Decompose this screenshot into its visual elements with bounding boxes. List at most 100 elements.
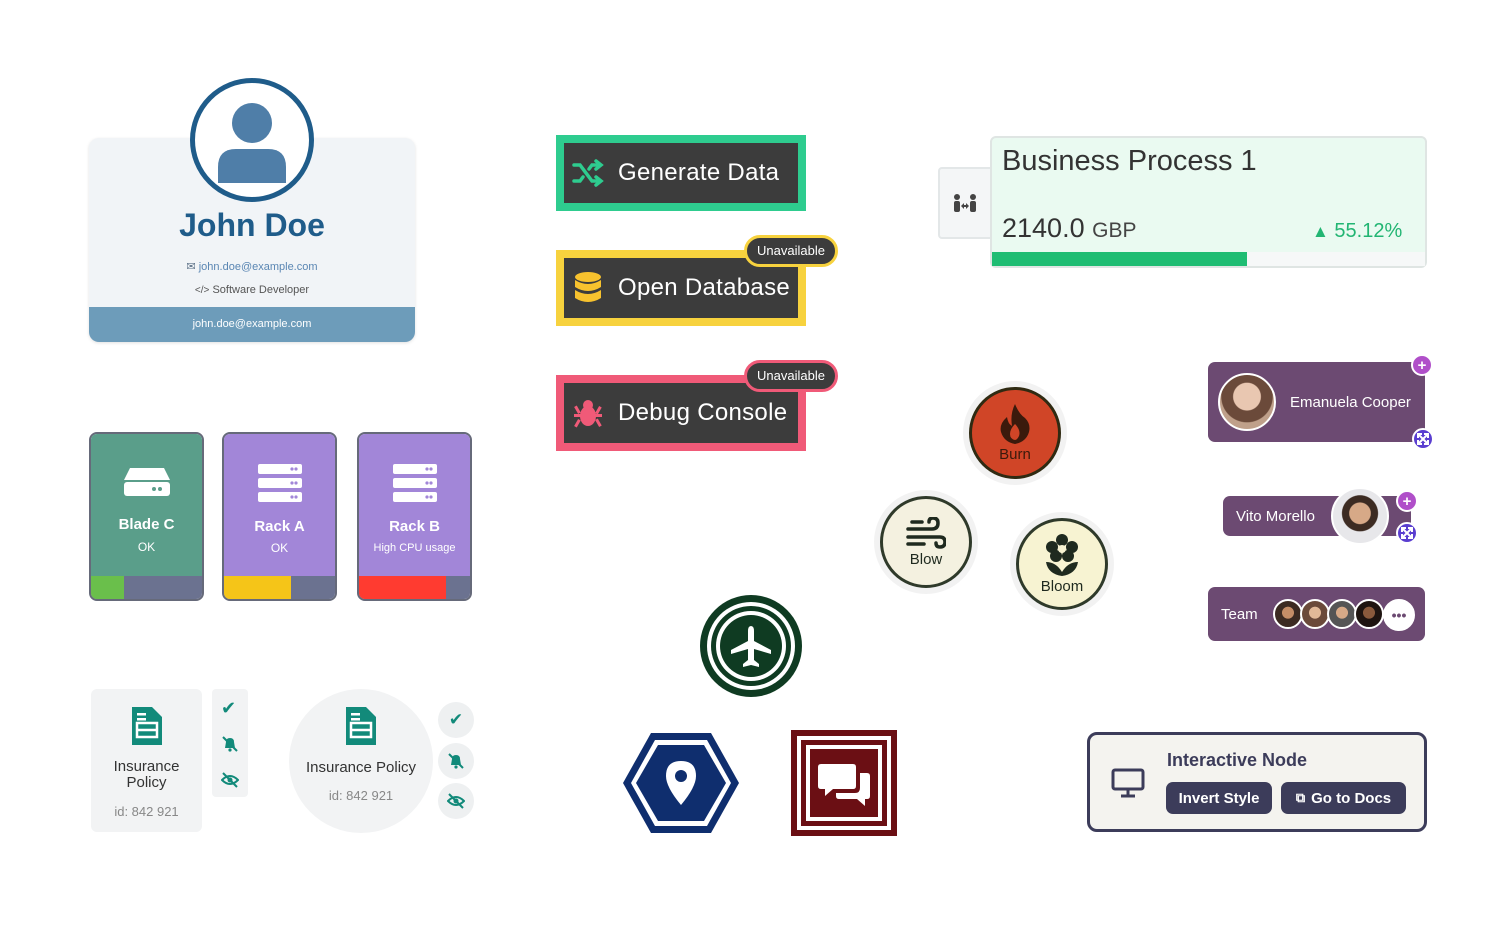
bell-slash-icon [448,753,464,769]
rack-name: Rack B [389,518,440,535]
profile-avatar [190,78,314,202]
location-hex-node[interactable] [621,731,741,840]
check-circle-button[interactable]: ✔ [438,702,474,738]
eye-slash-icon[interactable] [220,771,240,794]
rack-state: OK [270,541,289,555]
debug-console-label: Debug Console [618,399,788,426]
bell-slash-circle-button[interactable] [438,743,474,779]
open-database-label: Open Database [618,274,791,301]
add-badge-button[interactable]: + [1411,354,1433,376]
rack-body [359,434,470,576]
code-icon: </> [194,285,210,296]
rack-name: Rack A [254,518,305,535]
go-to-docs-button[interactable]: ⧉ Go to Docs [1281,782,1406,814]
invert-style-button[interactable]: Invert Style [1166,782,1272,814]
wind-icon [906,516,946,549]
insurance-label: Insurance Policy [91,759,202,791]
rack-status-fill [91,576,125,599]
rack-status-fill [224,576,291,599]
person-name-emanuela: Emanuela Cooper [1290,394,1411,411]
envelope-icon: ✉ [186,261,196,273]
user-icon [218,103,286,183]
generate-data-button[interactable]: Generate Data [556,135,806,211]
check-icon: ✔ [448,710,464,729]
debug-console-button[interactable]: Debug Console [556,375,806,451]
team-avatar [1300,599,1330,629]
debug-console-unavailable-badge: Unavailable [744,360,838,392]
bp-amount: 2140.0 [1002,213,1085,243]
blow-label: Blow [909,550,943,568]
people-arrows-icon [954,194,976,212]
insurance-label-line-2: Policy [126,774,167,791]
rack-body [91,434,202,576]
profile-name: John Doe [179,207,325,243]
rack-card-rack-a[interactable]: Rack A OK [222,432,337,601]
rack-state: High CPU usage [373,542,456,554]
team-avatar [1273,599,1303,629]
rack-card-blade-c[interactable]: Blade C OK [89,432,204,601]
open-database-unavailable-badge: Unavailable [744,235,838,267]
insurance-circle-id: id: 842 921 [328,788,394,803]
burn-label: Burn [999,445,1031,463]
add-badge-button[interactable]: + [1396,490,1418,512]
profile-footer[interactable]: john.doe@example.com [89,307,415,342]
avatar-vito [1331,487,1389,545]
desktop-icon [1111,768,1145,803]
rack-card-rack-b[interactable]: Rack B High CPU usage [357,432,472,601]
check-icon[interactable]: ✔ [221,698,237,718]
bp-change: ▲ 55.12% [1312,220,1402,243]
shuffle-icon [570,155,606,191]
fire-icon [1000,403,1030,444]
rack-state: OK [137,540,156,554]
business-process-title: Business Process 1 [1002,145,1257,177]
bug-icon [570,395,606,431]
rack-status-fill [359,576,446,599]
interactive-node-title: Interactive Node [1167,750,1308,770]
rack-body [224,434,335,576]
profile-email: ✉ john.doe@example.com [89,260,415,273]
profile-role-text: Software Developer [212,284,310,296]
profile-email-text: john.doe@example.com [198,261,318,273]
expand-icon[interactable] [1412,428,1434,450]
hard-drive-icon [91,466,202,498]
team-avatar [1327,599,1357,629]
comments-square-node[interactable] [791,730,897,841]
database-icon [570,270,606,306]
document-icon [346,707,376,750]
go-to-docs-label: Go to Docs [1311,789,1392,807]
server-icon [224,464,335,502]
bloom-node[interactable]: Bloom [1016,518,1108,610]
document-icon [132,707,162,750]
eye-slash-circle-button[interactable] [438,783,474,819]
rack-name: Blade C [118,516,175,533]
blow-node[interactable]: Blow [880,496,972,588]
team-label: Team [1221,606,1258,623]
profile-role: </> Software Developer [89,284,415,296]
airplane-node[interactable] [699,594,803,703]
insurance-label-line-1: Insurance [113,758,180,775]
server-icon [359,464,470,502]
caret-up-icon: ▲ [1312,222,1329,241]
eye-slash-icon [447,793,465,809]
airplane-icon [700,595,802,697]
external-link-icon: ⧉ [1295,790,1306,805]
bp-progress-fill [992,252,1248,266]
flower-icon [1046,533,1078,576]
insurance-circle-label: Insurance Policy [305,759,417,776]
team-avatar [1354,599,1384,629]
team-more-button[interactable]: ••• [1383,599,1415,631]
bloom-label: Bloom [1040,577,1084,595]
bp-currency: GBP [1092,219,1137,242]
bp-side-tab[interactable] [938,167,992,239]
bell-slash-icon[interactable] [221,735,239,758]
comments-icon [791,730,897,836]
person-name-vito: Vito Morello [1236,508,1315,525]
bp-change-value: 55.12% [1334,220,1403,242]
avatar-emanuela [1218,373,1276,431]
insurance-id: id: 842 921 [114,804,179,819]
burn-node[interactable]: Burn [969,387,1061,479]
business-process-card[interactable] [990,136,1427,268]
generate-data-label: Generate Data [618,159,780,186]
expand-icon[interactable] [1396,522,1418,544]
